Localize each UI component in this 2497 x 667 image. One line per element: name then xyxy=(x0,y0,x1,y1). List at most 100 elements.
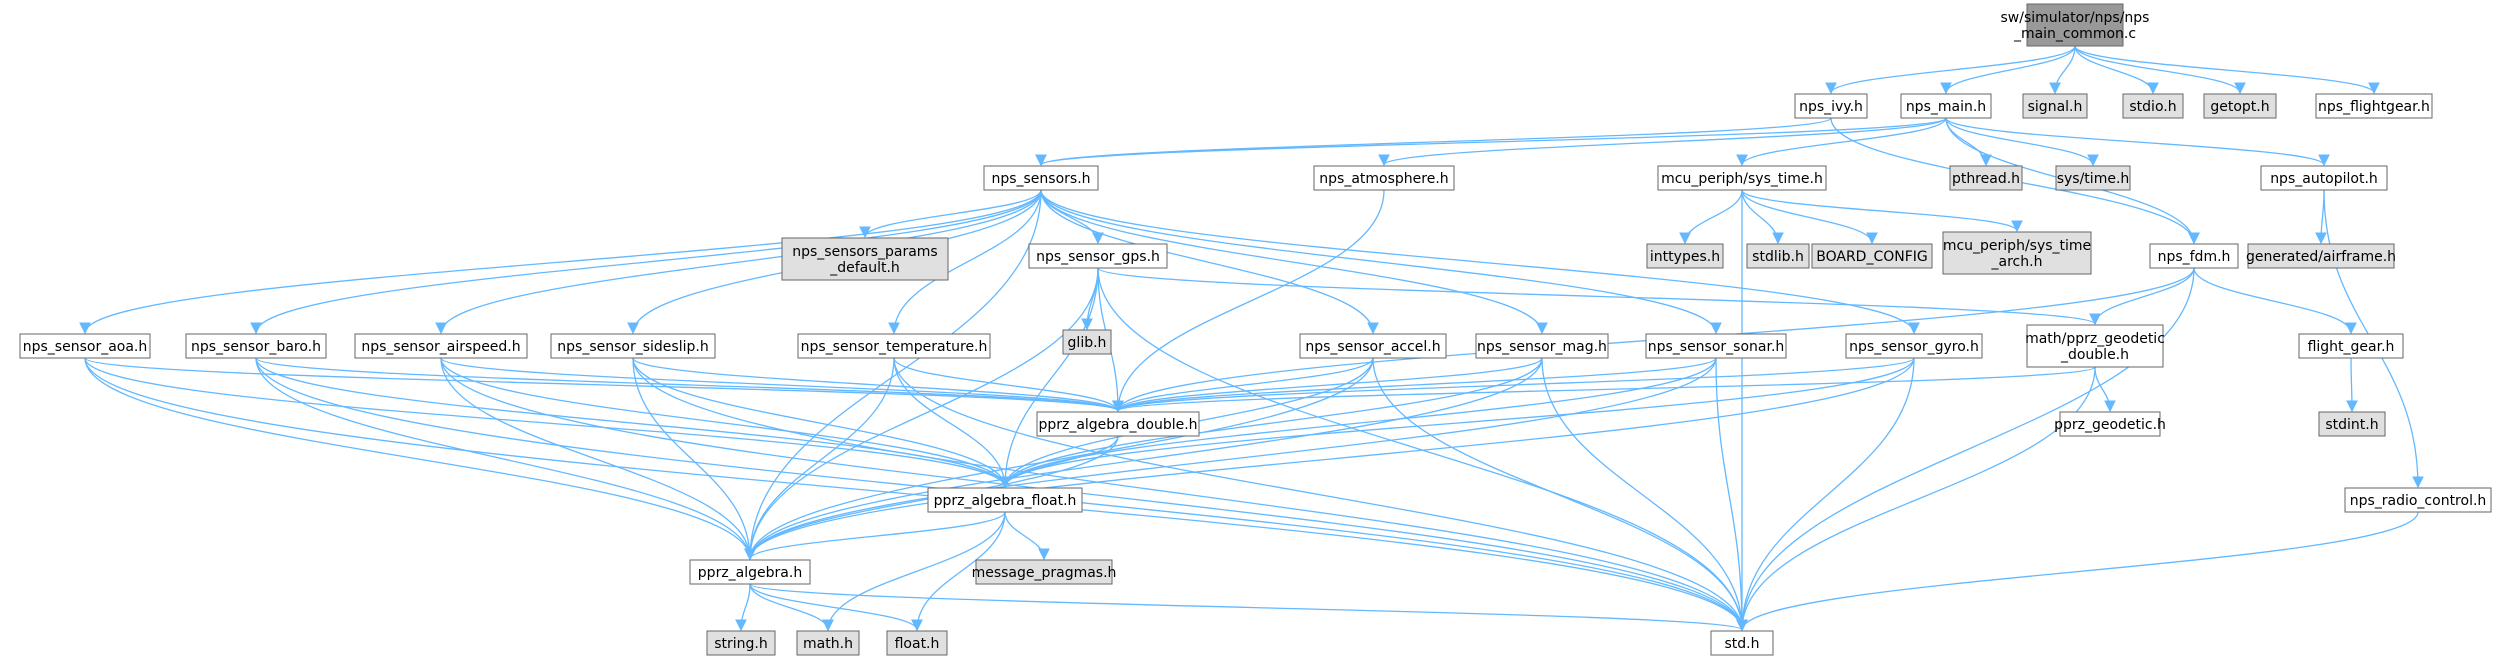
edge-nps_sensors-to-nps_sensor_accel xyxy=(1040,189,1379,335)
node-label: pthread.h xyxy=(1952,171,2020,187)
node-nps-sensors[interactable]: nps_sensors.h xyxy=(983,165,1099,191)
edge-pprz_algebra-to-math xyxy=(749,583,834,632)
node-box xyxy=(1646,243,1724,269)
node-pprz-algebra-double[interactable]: pprz_algebra_double.h xyxy=(1036,411,1200,437)
edge-pprz_algebra-to-float xyxy=(749,583,923,632)
node-label: nps_sensors.h xyxy=(991,171,1090,187)
node-nps-autopilot[interactable]: nps_autopilot.h xyxy=(2260,165,2388,191)
edge-pprz_geodetic_double-to-pprz_algebra_double xyxy=(1112,366,2096,413)
node-pprz-algebra[interactable]: pprz_algebra.h xyxy=(689,559,811,585)
node-box xyxy=(983,165,1099,191)
node-pprz-geodetic[interactable]: pprz_geodetic.h xyxy=(2054,411,2166,437)
node-nps-sensor-sideslip[interactable]: nps_sensor_sideslip.h xyxy=(550,333,716,359)
edge-nps_sensor_baro-to-pprz_algebra_double xyxy=(255,357,1124,413)
node-box xyxy=(706,630,776,656)
node-flight-gear[interactable]: flight_gear.h xyxy=(2298,333,2404,359)
node-box xyxy=(1949,165,2023,191)
node-box xyxy=(1313,165,1455,191)
edge-pprz_algebra_float-to-message_pragmas xyxy=(1004,511,1050,561)
node-box xyxy=(2055,165,2131,191)
node-nps-sensor-gyro[interactable]: nps_sensor_gyro.h xyxy=(1845,333,1983,359)
node-label: _arch.h xyxy=(1991,254,2043,270)
edge-nps_sensor_accel-to-std xyxy=(1372,357,1748,632)
node-box xyxy=(2203,93,2277,119)
node-box xyxy=(975,559,1113,585)
node-nps-sensor-accel[interactable]: nps_sensor_accel.h xyxy=(1299,333,1447,359)
edge-nps_sensor_gps-to-std xyxy=(1097,267,1748,632)
node-mcu-sys-time[interactable]: mcu_periph/sys_time.h xyxy=(1657,165,1827,191)
node-box xyxy=(797,333,991,359)
edge-pprz_geodetic_double-to-pprz_geodetic xyxy=(2094,366,2116,413)
node-nps-sensors-params: nps_sensors_params_default.h xyxy=(781,237,949,281)
node-box xyxy=(2260,165,2388,191)
edge-nps_ivy-to-nps_sensors xyxy=(1035,117,1832,167)
node-label: stdlib.h xyxy=(1752,249,1804,265)
node-box xyxy=(1645,333,1787,359)
node-label: math.h xyxy=(803,636,853,652)
edge-nps_sensors-to-nps_sensor_airspeed xyxy=(435,189,1042,335)
edge-root-to-signal xyxy=(2049,45,2076,95)
node-label: generated/airframe.h xyxy=(2246,249,2396,265)
node-box xyxy=(354,333,528,359)
edge-root-to-nps_flightgear xyxy=(2074,45,2380,95)
edge-nps_atmosphere-to-pprz_algebra_double xyxy=(1112,189,1385,413)
node-std[interactable]: std.h xyxy=(1710,630,1774,656)
edge-nps_sensor_airspeed-to-pprz_algebra xyxy=(440,357,756,561)
edge-nps_sensor_baro-to-pprz_algebra_float xyxy=(255,357,1011,489)
edge-flight_gear-to-stdint xyxy=(2346,357,2358,413)
node-label: nps_sensor_gyro.h xyxy=(1849,339,1979,355)
node-box xyxy=(1062,329,1112,355)
edge-nps_sensors-to-nps_sensor_sonar xyxy=(1040,189,1722,335)
node-root[interactable]: sw/simulator/nps/nps_main_common.c xyxy=(2001,3,2150,47)
edge-pprz_algebra-to-string xyxy=(735,583,751,632)
node-box xyxy=(19,333,151,359)
edge-nps_main-to-sys_time xyxy=(1945,117,2099,167)
node-nps-radio-control[interactable]: nps_radio_control.h xyxy=(2344,487,2492,513)
node-label: nps_main.h xyxy=(1906,99,1986,115)
edge-root-to-getopt xyxy=(2074,45,2246,95)
edge-nps_sensors-to-nps_sensor_temperature xyxy=(888,189,1042,335)
node-label: nps_fdm.h xyxy=(2158,249,2231,265)
node-nps-sensor-mag[interactable]: nps_sensor_mag.h xyxy=(1475,333,1609,359)
node-nps-fdm[interactable]: nps_fdm.h xyxy=(2149,243,2239,269)
edge-nps_sensor_airspeed-to-std xyxy=(440,357,1748,632)
node-box xyxy=(2059,411,2161,437)
node-box xyxy=(796,630,860,656)
edge-nps_sensors-to-nps_sensor_mag xyxy=(1040,189,1548,335)
node-string: string.h xyxy=(706,630,776,656)
node-nps-sensor-aoa[interactable]: nps_sensor_aoa.h xyxy=(19,333,151,359)
edge-nps_sensor_gyro-to-pprz_algebra_float xyxy=(999,357,1915,489)
edge-root-to-nps_main xyxy=(1940,45,2076,95)
node-box xyxy=(2318,411,2386,437)
edge-nps_sensor_gyro-to-pprz_algebra xyxy=(744,357,1915,561)
edge-nps_sensor_sonar-to-pprz_algebra_double xyxy=(1112,357,1717,413)
node-label: inttypes.h xyxy=(1650,249,1720,265)
node-nps-atmosphere[interactable]: nps_atmosphere.h xyxy=(1313,165,1455,191)
edge-nps_main-to-mcu_sys_time xyxy=(1736,117,1947,167)
node-nps-sensor-baro[interactable]: nps_sensor_baro.h xyxy=(185,333,327,359)
node-nps-sensor-temperature[interactable]: nps_sensor_temperature.h xyxy=(797,333,991,359)
node-pprz-algebra-float[interactable]: pprz_algebra_float.h xyxy=(927,487,1083,513)
node-nps-sensor-sonar[interactable]: nps_sensor_sonar.h xyxy=(1645,333,1787,359)
edge-nps_fdm-to-std xyxy=(1736,267,2195,632)
node-box xyxy=(1845,333,1983,359)
node-nps-sensor-gps[interactable]: nps_sensor_gps.h xyxy=(1028,243,1168,269)
edge-nps_sensor_temperature-to-pprz_algebra xyxy=(744,357,895,561)
node-nps-sensor-airspeed[interactable]: nps_sensor_airspeed.h xyxy=(354,333,528,359)
node-nps-main[interactable]: nps_main.h xyxy=(1900,93,1992,119)
node-nps-flightgear[interactable]: nps_flightgear.h xyxy=(2315,93,2433,119)
edge-root-to-nps_ivy xyxy=(1825,45,2076,95)
edge-nps_sensor_gps-to-pprz_geodetic_double xyxy=(1097,267,2101,326)
node-label: glib.h xyxy=(1068,335,1107,351)
edge-pprz_algebra_double-to-pprz_algebra_float xyxy=(999,435,1119,489)
node-pprz-geodetic-double[interactable]: math/pprz_geodetic_double.h xyxy=(2025,324,2165,368)
edge-nps_sensor_sideslip-to-pprz_algebra_double xyxy=(632,357,1124,413)
edge-nps_sensor_sonar-to-pprz_algebra_float xyxy=(999,357,1717,489)
edge-nps_sensor_gyro-to-pprz_algebra_double xyxy=(1112,357,1915,413)
node-label: mcu_periph/sys_time.h xyxy=(1661,171,1823,187)
node-label: getopt.h xyxy=(2210,99,2269,115)
edge-pprz_algebra-to-std xyxy=(749,583,1748,632)
node-nps-ivy[interactable]: nps_ivy.h xyxy=(1794,93,1868,119)
node-label: float.h xyxy=(895,636,940,652)
node-label: nps_sensor_airspeed.h xyxy=(361,339,520,355)
